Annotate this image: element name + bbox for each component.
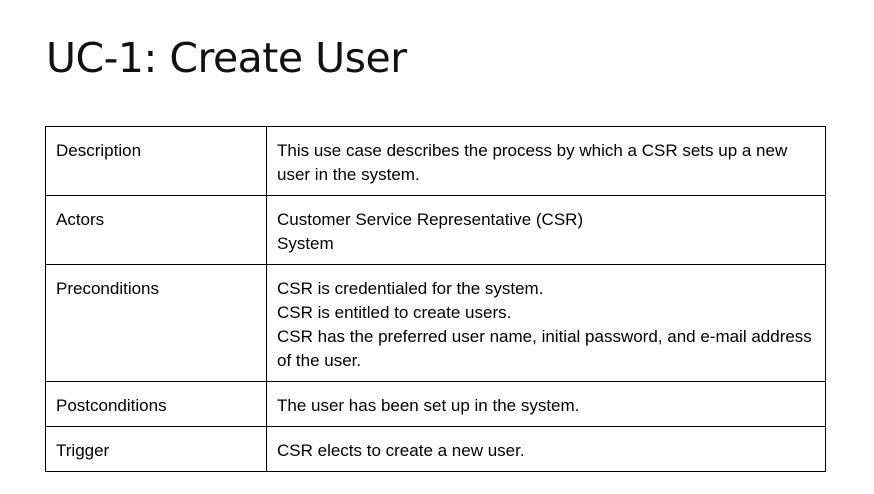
- actor-item: System: [277, 234, 334, 253]
- use-case-table: Description This use case describes the …: [45, 126, 826, 472]
- row-value-trigger: CSR elects to create a new user.: [266, 426, 826, 472]
- postcondition-text: The user has been set up in the system.: [277, 396, 580, 415]
- precondition-item: CSR is credentialed for the system.: [277, 279, 544, 298]
- row-label-actors: Actors: [45, 195, 267, 265]
- table-row-actors: Actors Customer Service Representative (…: [45, 195, 826, 265]
- table-row-preconditions: Preconditions CSR is credentialed for th…: [45, 264, 826, 382]
- table-row-trigger: Trigger CSR elects to create a new user.: [45, 426, 826, 472]
- row-value-preconditions: CSR is credentialed for the system. CSR …: [266, 264, 826, 382]
- description-text: This use case describes the process by w…: [277, 141, 788, 184]
- table-row-description: Description This use case describes the …: [45, 126, 826, 196]
- row-label-postconditions: Postconditions: [45, 381, 267, 427]
- row-value-description: This use case describes the process by w…: [266, 126, 826, 196]
- row-value-actors: Customer Service Representative (CSR) Sy…: [266, 195, 826, 265]
- page-title: UC-1: Create User: [46, 34, 407, 82]
- actor-item: Customer Service Representative (CSR): [277, 210, 584, 229]
- trigger-text: CSR elects to create a new user.: [277, 441, 525, 460]
- row-value-postconditions: The user has been set up in the system.: [266, 381, 826, 427]
- precondition-item: CSR is entitled to create users.: [277, 303, 512, 322]
- row-label-description: Description: [45, 126, 267, 196]
- table-row-postconditions: Postconditions The user has been set up …: [45, 381, 826, 427]
- precondition-item: CSR has the preferred user name, initial…: [277, 327, 812, 370]
- row-label-preconditions: Preconditions: [45, 264, 267, 382]
- row-label-trigger: Trigger: [45, 426, 267, 472]
